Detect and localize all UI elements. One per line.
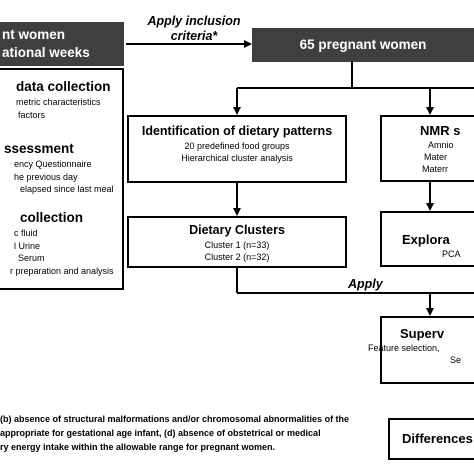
left-section-3-item: Serum: [18, 253, 45, 263]
left-header-line1: nt women: [2, 27, 65, 42]
left-section-1: data collection metric characteristics f…: [4, 78, 111, 121]
footnote-line: ry energy intake within the allowable ra…: [0, 442, 276, 452]
left-panel: data collection metric characteristics f…: [0, 68, 124, 290]
superv-line: Se: [450, 355, 462, 365]
dietary-clusters-box: Dietary Clusters Cluster 1 (n=33) Cluste…: [127, 216, 347, 268]
superv-box: Superv Feature selection, Se: [368, 316, 474, 384]
main-header-label: 65 pregnant women: [299, 37, 427, 52]
differences-box: Differences: [388, 418, 474, 460]
left-section-3: collection c fluid l Urine Serum r prepa…: [4, 209, 114, 277]
superv-line: Feature selection,: [368, 343, 440, 353]
nmr-box: NMR s Amnio Mater Materr: [380, 115, 474, 182]
left-header-line2: ational weeks: [2, 45, 90, 60]
footnote-line: (b) absence of structural malformations …: [0, 414, 350, 424]
explora-box: Explora PCA: [380, 211, 474, 267]
left-section-3-item: l Urine: [14, 240, 41, 251]
explora-title: Explora: [402, 232, 450, 247]
dietary-clusters-line: Cluster 2 (n=32): [204, 252, 270, 262]
inclusion-label-line1: Apply inclusion: [147, 14, 241, 28]
nmr-line: Amnio: [428, 140, 454, 150]
nmr-line: Mater: [424, 152, 448, 162]
inclusion-label: Apply inclusion criteria*: [142, 14, 246, 44]
dietary-patterns-line: Hierarchical cluster analysis: [181, 153, 293, 163]
left-section-2-title: ssessment: [4, 141, 74, 156]
nmr-title: NMR s: [420, 123, 461, 138]
left-section-1-item: metric characteristics: [16, 97, 101, 107]
dietary-clusters-line: Cluster 1 (n=33): [204, 240, 270, 250]
left-section-1-title: data collection: [16, 79, 111, 94]
dietary-clusters-title: Dietary Clusters: [189, 223, 285, 237]
left-section-2: ssessment ency Questionnaire he previous…: [4, 140, 114, 196]
left-section-3-item: c fluid: [14, 228, 38, 238]
explora-line: PCA: [442, 249, 461, 259]
footnote: (b) absence of structural malformations …: [0, 412, 372, 454]
left-section-2-item: he previous day: [14, 171, 78, 182]
apply-label: Apply: [348, 277, 383, 291]
left-section-2-item: elapsed since last meal: [20, 184, 114, 194]
left-section-2-item: ency Questionnaire: [14, 159, 92, 169]
inclusion-label-line2: criteria*: [170, 29, 218, 43]
dietary-patterns-title: Identification of dietary patterns: [141, 124, 333, 138]
left-section-3-title: collection: [20, 210, 84, 225]
left-header: nt women ational weeks: [0, 22, 124, 66]
superv-title: Superv: [400, 326, 445, 341]
left-section-1-item: factors: [18, 109, 46, 120]
dietary-patterns-box: Identification of dietary patterns 20 pr…: [127, 115, 347, 183]
footnote-line: appropriate for gestational age infant, …: [0, 428, 321, 438]
nmr-line: Materr: [422, 164, 449, 174]
dietary-patterns-line: 20 predefined food groups: [184, 141, 290, 151]
left-section-3-item: r preparation and analysis: [10, 265, 114, 276]
main-header: 65 pregnant women: [252, 28, 474, 62]
differences-title: Differences: [402, 431, 473, 446]
